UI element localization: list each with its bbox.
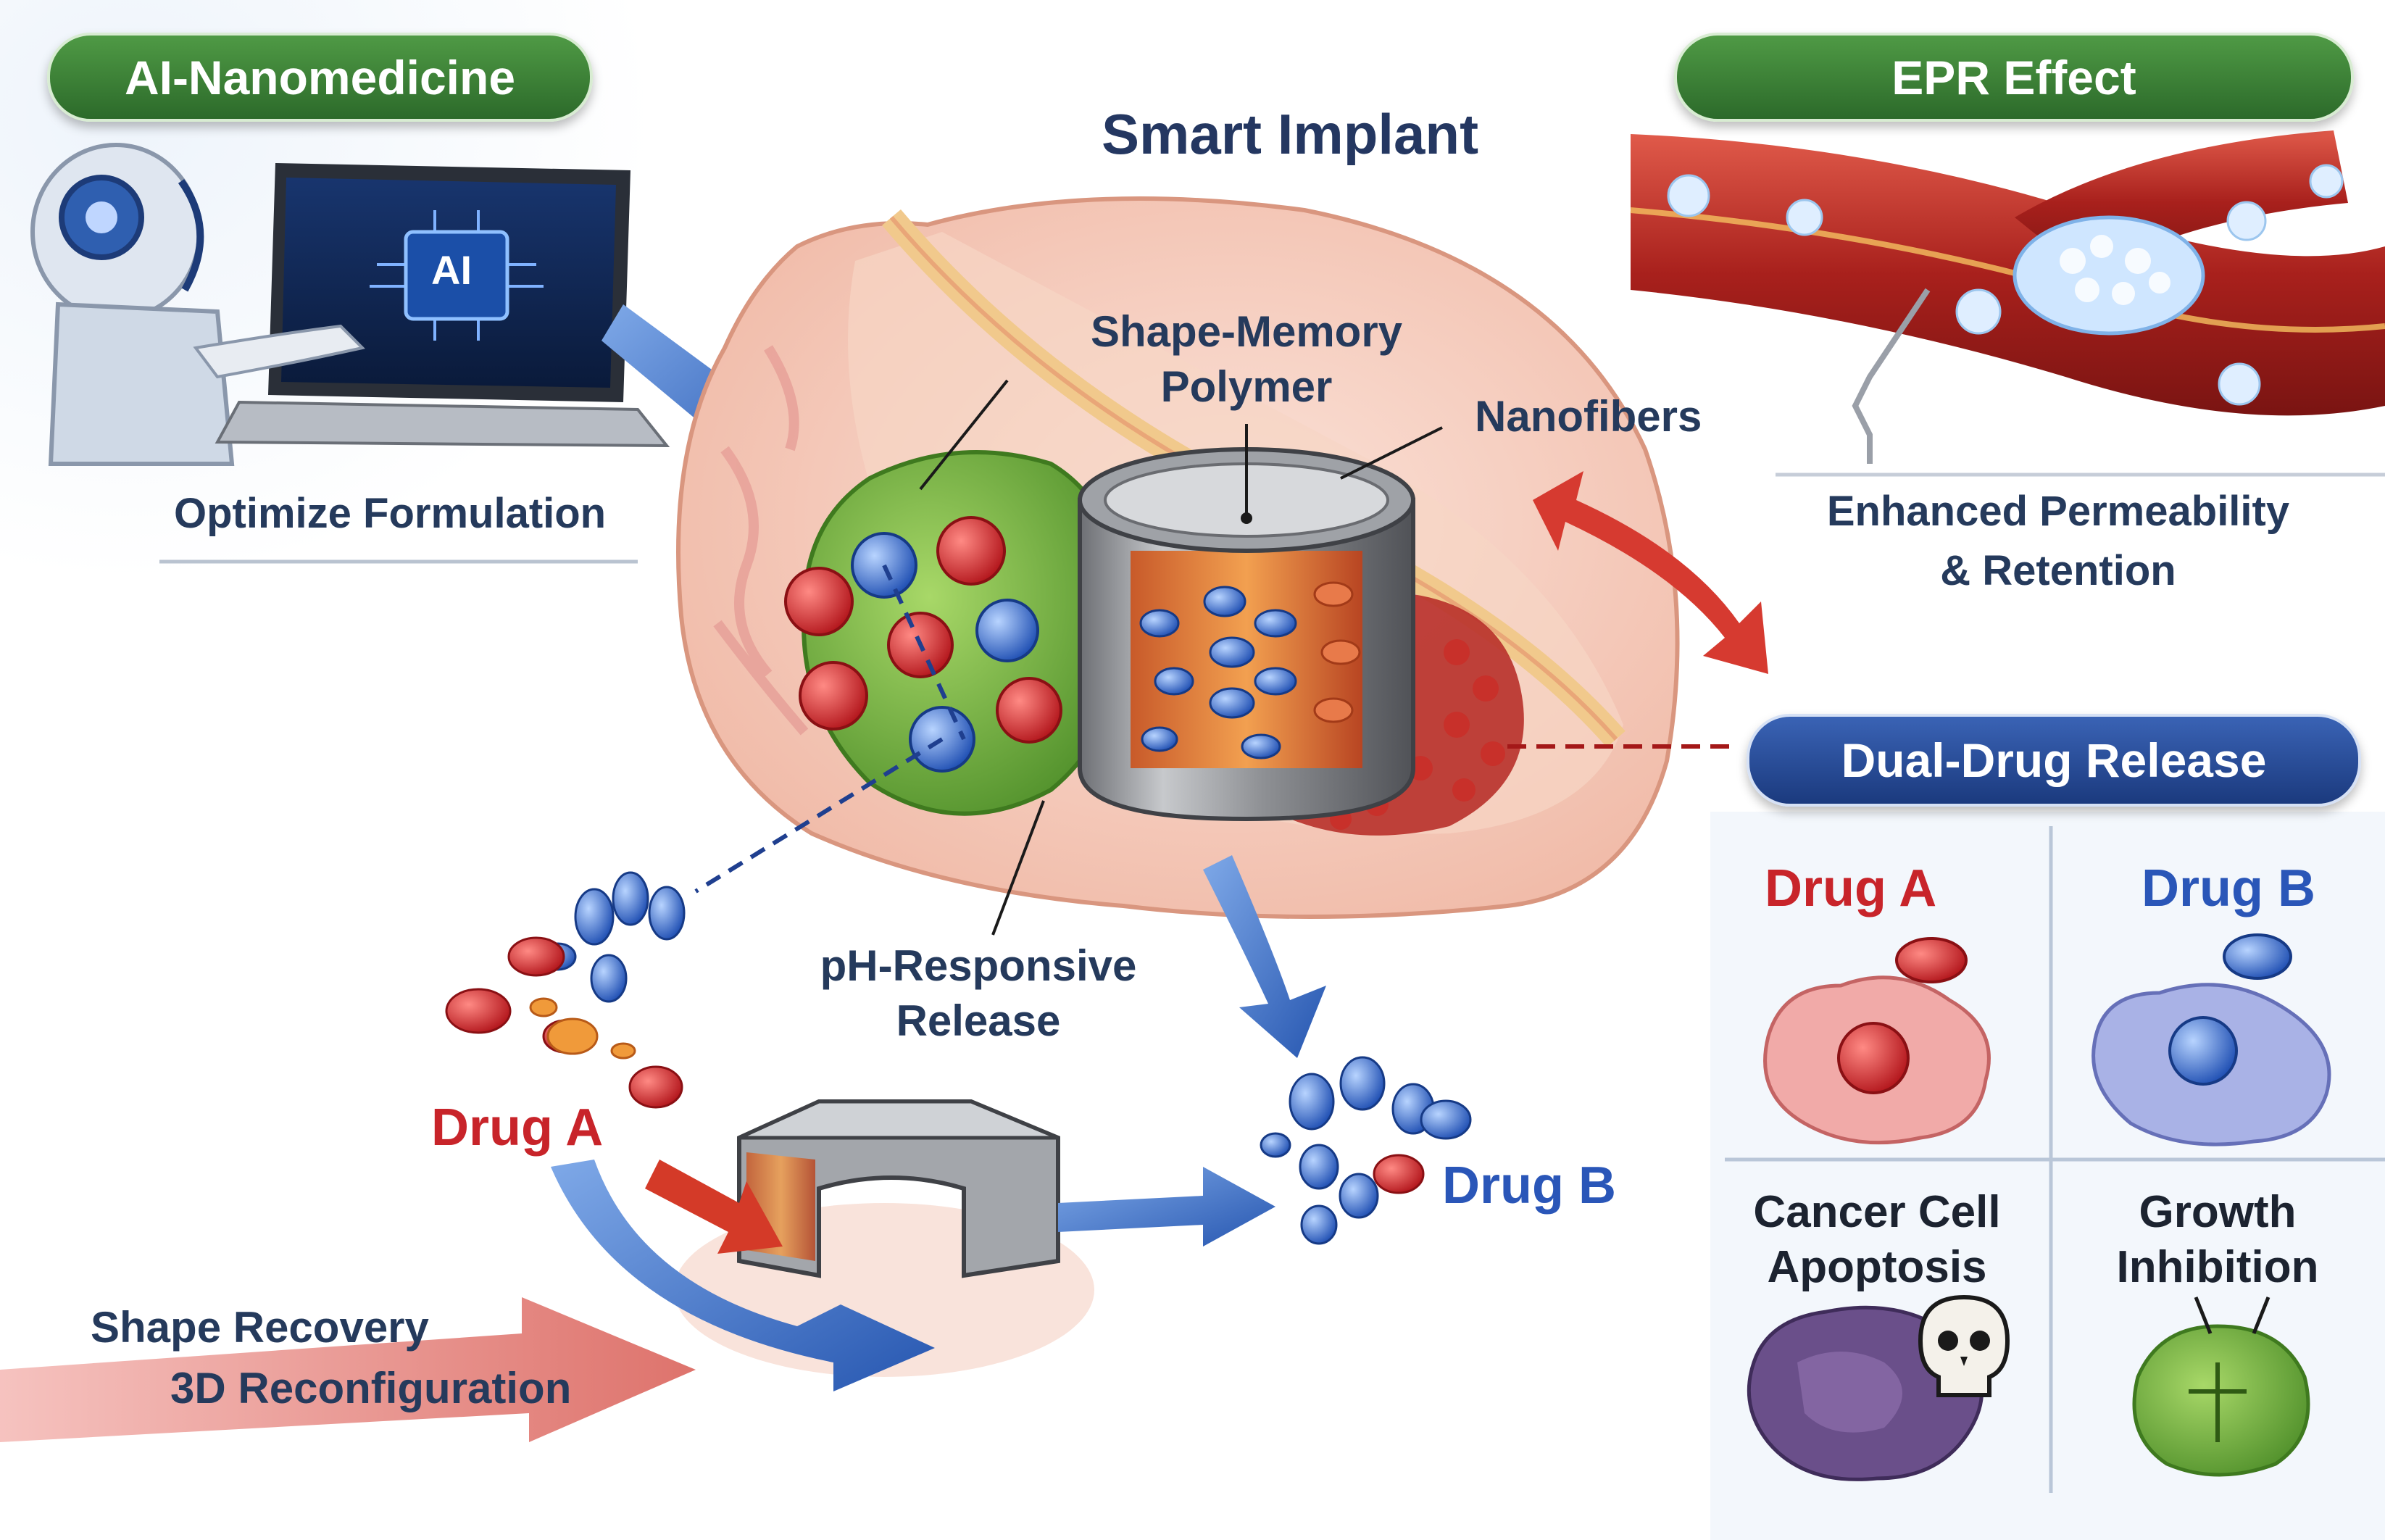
inhibited-cell xyxy=(2132,1296,2310,1477)
growth-inhibition-label: Growth Inhibition xyxy=(2073,1185,2363,1295)
epr-caption: Enhanced Permeability & Retention xyxy=(1768,482,2348,601)
shape-recovery-line-1: Shape Recovery xyxy=(91,1303,429,1352)
dual-drug-a-label: Drug A xyxy=(1765,860,1937,917)
apoptosis-label: Cancer Cell Apoptosis xyxy=(1725,1185,2029,1295)
apoptosis-line-1: Cancer Cell xyxy=(1753,1187,2001,1237)
ph-responsive-release-label: pH-Responsive Release xyxy=(790,938,1167,1049)
ai-nanomedicine-badge-label: AI-Nanomedicine xyxy=(124,50,516,104)
epr-effect-badge-label: EPR Effect xyxy=(1891,50,2136,104)
dual-drug-release-badge: Dual-Drug Release xyxy=(1747,714,2361,807)
growth-inhibition-line-1: Growth xyxy=(2139,1187,2297,1237)
drug-b-cell xyxy=(2091,933,2331,1146)
ai-chip-icon xyxy=(370,210,544,341)
ph-responsive-line-2: Release xyxy=(896,996,1061,1045)
blood-vessel-icon xyxy=(1630,130,2385,464)
shape-memory-polymer-line-2: Polymer xyxy=(1160,362,1333,411)
shape-memory-polymer-label: Shape-Memory Polymer xyxy=(1044,304,1449,415)
ph-responsive-line-1: pH-Responsive xyxy=(820,941,1137,990)
implant-cylinder-icon xyxy=(1078,447,1415,822)
nanofibers-label: Nanofibers xyxy=(1475,392,1702,441)
optimize-formulation-caption: Optimize Formulation xyxy=(174,490,607,537)
epr-effect-badge: EPR Effect xyxy=(1674,33,2354,122)
drug-particles xyxy=(445,871,1472,1245)
smart-implant-title: Smart Implant xyxy=(1101,102,1479,166)
shape-recovery-line-2: 3D Reconfiguration xyxy=(170,1364,572,1412)
robot-icon xyxy=(30,143,235,466)
skull-icon xyxy=(1918,1294,2010,1397)
ai-nanomedicine-badge: AI-Nanomedicine xyxy=(47,33,593,122)
shape-memory-polymer-line-1: Shape-Memory xyxy=(1090,307,1403,356)
drug-a-scatter-label: Drug A xyxy=(431,1099,604,1157)
epr-caption-line-2: & Retention xyxy=(1940,547,2176,594)
dual-drug-release-badge-label: Dual-Drug Release xyxy=(1841,733,2267,787)
dual-drug-grid xyxy=(1725,826,2385,1493)
apoptosis-line-2: Apoptosis xyxy=(1767,1242,1987,1292)
drug-a-cell xyxy=(1763,937,1991,1145)
dual-drug-b-label: Drug B xyxy=(2141,860,2315,917)
epr-caption-line-1: Enhanced Permeability xyxy=(1826,488,2290,535)
ai-chip-label: AI xyxy=(431,247,472,293)
shape-recovery-label: Shape Recovery 3D Reconfiguration xyxy=(91,1297,571,1419)
growth-inhibition-line-2: Inhibition xyxy=(2116,1242,2319,1292)
drug-b-scatter-label: Drug B xyxy=(1442,1157,1616,1215)
